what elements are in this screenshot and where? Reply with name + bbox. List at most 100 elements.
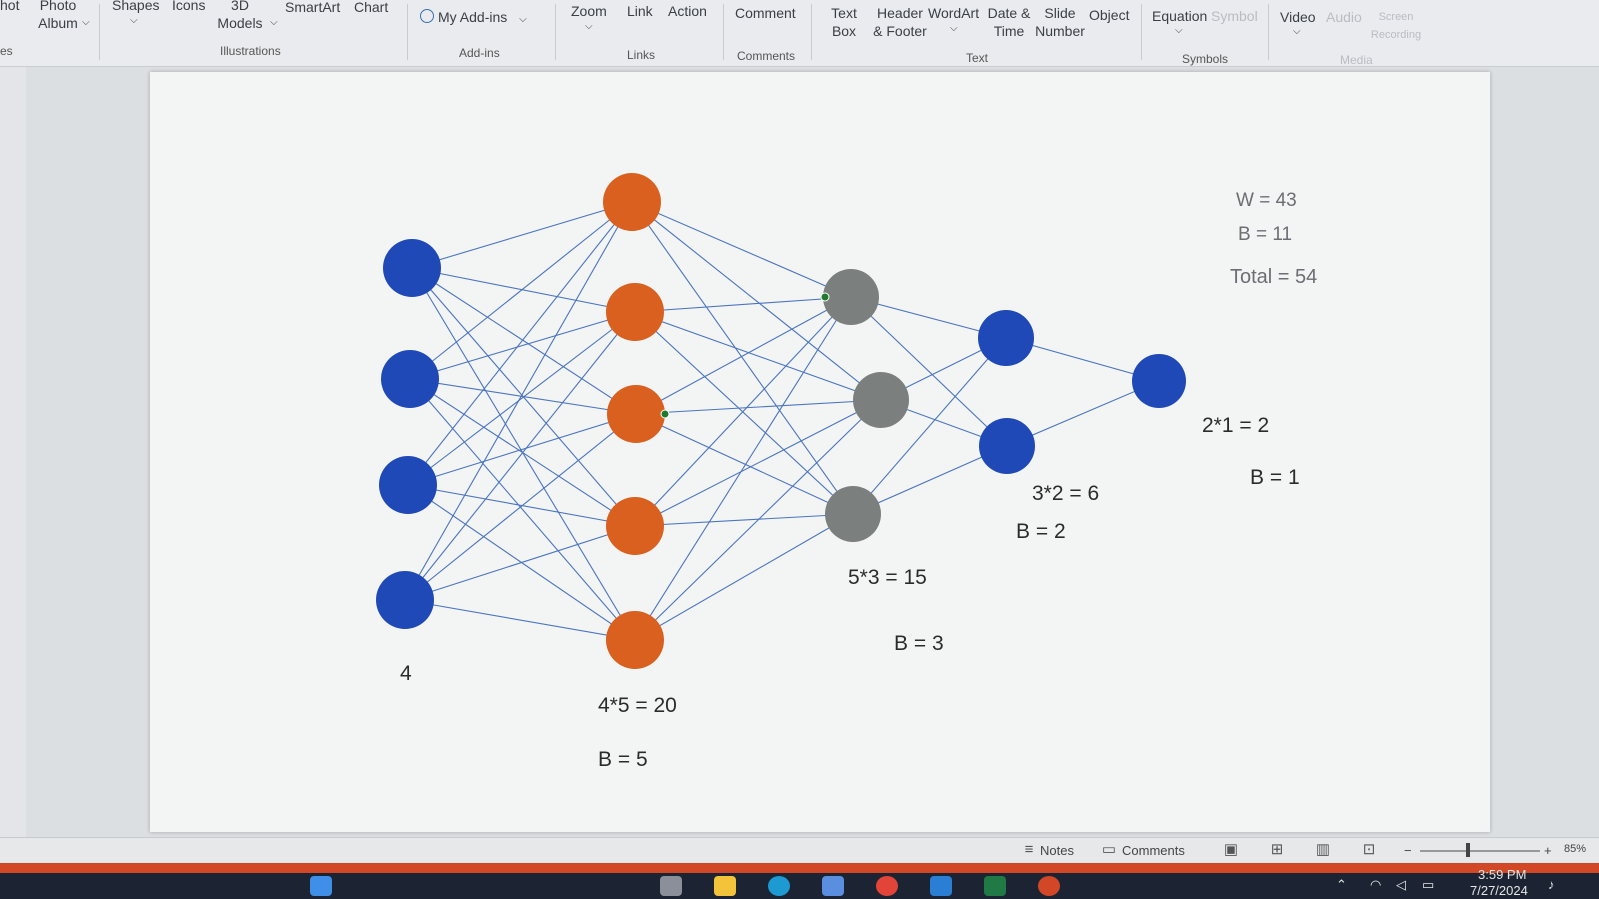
edge-hidden1-5-to-hidden2-3[interactable] (634, 513, 854, 641)
bias-total-label[interactable]: B = 11 (1238, 224, 1293, 245)
edge-hidden1-2-to-hidden2-2[interactable] (634, 311, 882, 401)
text-box-button[interactable]: Text Box (826, 4, 862, 40)
object-button[interactable]: Object (1089, 7, 1130, 23)
zoom-in-icon[interactable]: + (1544, 843, 1552, 858)
edge-input-1-to-hidden1-2[interactable] (411, 267, 636, 313)
hidden2-neuron-2[interactable] (853, 372, 909, 428)
connector-handle-1[interactable] (820, 292, 830, 302)
input-neuron-4[interactable] (376, 571, 434, 629)
input-neuron-3[interactable] (379, 456, 437, 514)
symbol-button[interactable]: Symbol (1211, 8, 1258, 24)
edge-hidden2-3-to-hidden3-1[interactable] (852, 337, 1007, 515)
slideshow-icon[interactable]: ⊡ (1362, 841, 1376, 858)
slide-number-button[interactable]: Slide Number (1031, 4, 1089, 40)
edge-hidden1-4-to-hidden2-2[interactable] (634, 399, 882, 527)
date-time-button[interactable]: Date & Time (982, 4, 1036, 40)
edge-hidden1-1-to-hidden2-3[interactable] (631, 201, 854, 515)
layer3-params-label[interactable]: 3*2 = 6 (1032, 482, 1100, 505)
layer1-bias-label[interactable]: B = 5 (598, 748, 648, 771)
connector-handle-2[interactable] (660, 409, 670, 419)
slide-canvas[interactable]: 4 4*5 = 20 B = 5 5*3 = 15 B = 3 3*2 = 6 … (150, 72, 1490, 832)
edge-hidden1-2-to-hidden2-1[interactable] (634, 296, 852, 313)
hidden3-neuron-2[interactable] (979, 418, 1035, 474)
comments-button[interactable]: Comments (1122, 843, 1185, 858)
hidden3-neuron-1[interactable] (978, 310, 1034, 366)
edge-input-1-to-hidden1-3[interactable] (411, 267, 637, 415)
edge-hidden1-4-to-hidden2-3[interactable] (634, 513, 854, 527)
action-button[interactable]: Action (668, 3, 707, 19)
edge-hidden2-3-to-hidden3-2[interactable] (852, 445, 1008, 515)
audio-button[interactable]: Audio (1326, 9, 1362, 25)
chevron-down-icon[interactable]: ⌵ (950, 23, 958, 34)
volume-icon[interactable]: ◁ (1396, 877, 1406, 892)
edge-hidden2-1-to-hidden3-2[interactable] (850, 296, 1008, 447)
layer1-params-label[interactable]: 4*5 = 20 (598, 694, 677, 717)
reading-view-icon[interactable]: ▥ (1315, 841, 1331, 858)
edge-hidden1-3-to-hidden2-1[interactable] (635, 296, 852, 415)
input-count-label[interactable]: 4 (400, 662, 412, 685)
hidden1-neuron-1[interactable] (603, 173, 661, 231)
edge-input-4-to-hidden1-4[interactable] (404, 525, 636, 601)
edge-hidden1-1-to-hidden2-1[interactable] (631, 201, 852, 298)
hidden2-neuron-1[interactable] (823, 269, 879, 325)
file-icon[interactable] (660, 876, 682, 896)
edge-input-2-to-hidden1-1[interactable] (409, 201, 633, 380)
layer2-params-label[interactable]: 5*3 = 15 (848, 566, 927, 589)
hidden2-neuron-3[interactable] (825, 486, 881, 542)
output-neuron-1[interactable] (1132, 354, 1186, 408)
output-bias-label[interactable]: B = 1 (1250, 466, 1300, 489)
notes-button[interactable]: Notes (1040, 843, 1074, 858)
edge-input-2-to-hidden1-5[interactable] (409, 378, 636, 641)
battery-icon[interactable]: ▭ (1422, 877, 1435, 892)
shapes-button[interactable]: Shapes (112, 0, 160, 13)
edge-input-3-to-hidden1-3[interactable] (407, 413, 637, 486)
wordart-button[interactable]: WordArt (928, 5, 980, 21)
layer3-bias-label[interactable]: B = 2 (1016, 520, 1066, 543)
zoom-slider[interactable] (1420, 850, 1540, 852)
chevron-down-icon[interactable]: ⌵ (130, 15, 138, 26)
edge-hidden1-2-to-hidden2-3[interactable] (634, 311, 854, 515)
link-button[interactable]: Link (627, 3, 653, 19)
slide-sorter-icon[interactable]: ⊞ (1270, 841, 1284, 858)
comment-button[interactable]: Comment (735, 5, 796, 21)
3d-models-button[interactable]: 3D Models (212, 0, 268, 32)
edge-hidden1-1-to-hidden2-2[interactable] (631, 201, 882, 401)
zoom-slider-thumb[interactable] (1466, 843, 1470, 857)
chevron-down-icon[interactable]: ⌵ (82, 17, 90, 28)
folder-icon[interactable] (714, 876, 736, 896)
my-addins-button[interactable]: My Add-ins ⌵ (420, 8, 527, 29)
edge-hidden1-5-to-hidden2-2[interactable] (634, 399, 882, 641)
wifi-icon[interactable]: ◠ (1370, 877, 1382, 892)
hidden1-neuron-4[interactable] (606, 497, 664, 555)
edge-input-1-to-hidden1-1[interactable] (411, 201, 633, 269)
edge-input-1-to-hidden1-5[interactable] (411, 267, 636, 641)
video-button[interactable]: Video (1280, 9, 1316, 25)
start-icon[interactable] (310, 876, 332, 896)
chrome-icon[interactable] (876, 876, 898, 896)
edge-input-2-to-hidden1-3[interactable] (409, 378, 637, 415)
clock-date[interactable]: 7/27/2024 (1470, 883, 1528, 898)
input-neuron-2[interactable] (381, 350, 439, 408)
icons-button[interactable]: Icons (172, 0, 206, 13)
weights-total-label[interactable]: W = 43 (1236, 190, 1297, 211)
store-icon[interactable] (822, 876, 844, 896)
zoom-button[interactable]: Zoom (571, 3, 607, 19)
clock-time[interactable]: 3:59 PM (1478, 867, 1527, 882)
layer2-bias-label[interactable]: B = 3 (894, 632, 944, 655)
edge-input-3-to-hidden1-1[interactable] (407, 201, 633, 486)
input-neuron-1[interactable] (383, 239, 441, 297)
app-icon[interactable] (930, 876, 952, 896)
powerpoint-icon[interactable] (1038, 876, 1060, 896)
edge-input-4-to-hidden1-2[interactable] (404, 311, 636, 601)
edge-hidden1-3-to-hidden2-2[interactable] (635, 399, 882, 415)
normal-view-icon[interactable]: ▣ (1223, 841, 1239, 858)
chevron-down-icon[interactable]: ⌵ (585, 21, 593, 32)
edge-browser-icon[interactable] (768, 876, 790, 896)
header-footer-button[interactable]: Header & Footer (868, 4, 932, 40)
equation-button[interactable]: Equation (1152, 8, 1208, 24)
edge-input-4-to-hidden1-3[interactable] (404, 413, 637, 601)
notification-bell-icon[interactable]: ♪ (1548, 877, 1555, 892)
edge-input-4-to-hidden1-1[interactable] (404, 201, 633, 601)
edge-hidden1-5-to-hidden2-1[interactable] (634, 296, 852, 641)
edge-hidden1-3-to-hidden2-3[interactable] (635, 413, 854, 515)
